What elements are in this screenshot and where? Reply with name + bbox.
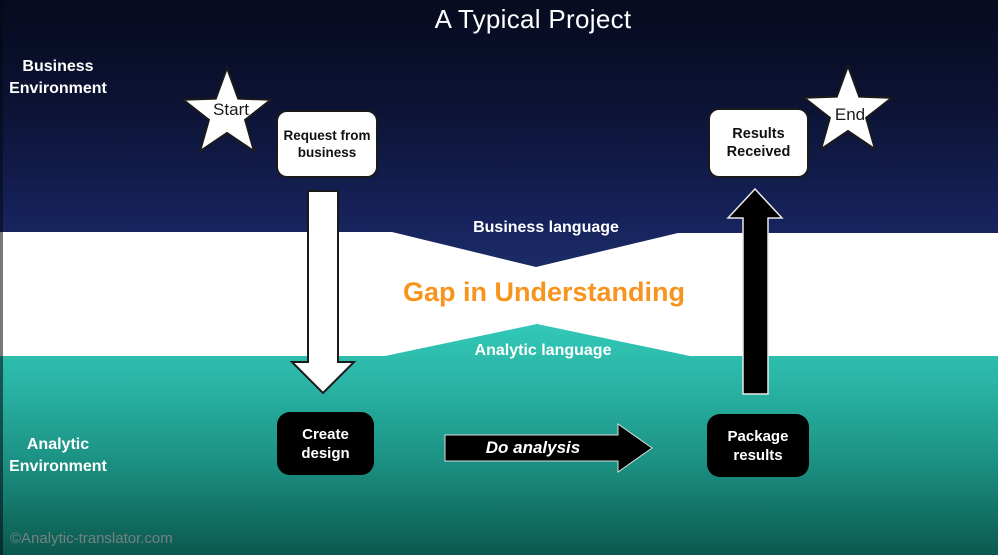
end-label: End [834,105,866,124]
business-language-label: Business language [473,219,619,236]
slide-left-edge-shade [0,0,3,555]
start-label: Start [213,100,249,119]
slide-title: A Typical Project [434,4,632,34]
analytic-language-label: Analytic language [474,342,612,359]
results-received-box: Results Received [708,108,809,178]
copyright-text: ©Analytic-translator.com [10,530,173,547]
business-environment-label: Business Environment [9,58,107,97]
package-results-box: Package results [707,414,809,477]
do-analysis-label: Do analysis [485,438,581,457]
create-design-box: Create design [277,412,374,475]
request-from-business-box: Request from business [276,110,378,178]
gap-in-understanding-label: Gap in Understanding [402,277,686,307]
analytic-environment-label: Analytic Environment [9,436,107,475]
